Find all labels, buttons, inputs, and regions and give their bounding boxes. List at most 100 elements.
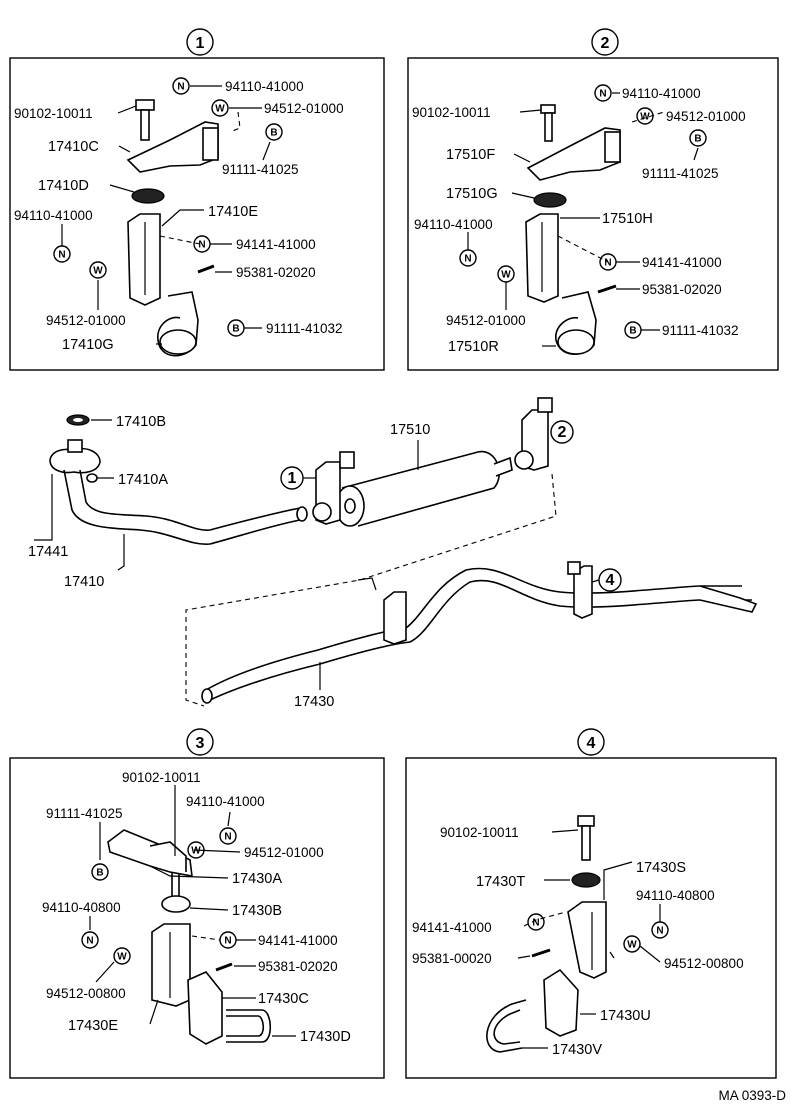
bolt-shank — [544, 112, 553, 142]
bracket-17430s — [567, 901, 607, 979]
muffler-17510 — [341, 450, 500, 527]
label-17510h: 17510H — [602, 211, 653, 227]
svg-text:1: 1 — [288, 470, 297, 487]
label-94512-00800: 94512-00800 — [664, 956, 744, 971]
section-3-frame — [9, 757, 385, 1079]
washer-symbol — [113, 947, 131, 965]
section-1-symbols: N W B N N W B — [53, 77, 283, 337]
svg-text:W: W — [117, 952, 127, 963]
hanger-3 — [383, 591, 407, 645]
nut-symbol — [172, 77, 190, 95]
label-17430t: 17430T — [476, 874, 525, 890]
washer-symbol — [89, 261, 107, 279]
label-17410b: 17410B — [116, 414, 166, 430]
section-1-labels: 94110-41000 94512-01000 90102-10011 9111… — [14, 79, 344, 353]
connection-dash — [185, 473, 557, 707]
label-94110-41000: 94110-41000 — [186, 794, 265, 809]
svg-text:N: N — [604, 258, 611, 269]
diagram-code: MA 0393-D — [718, 1088, 786, 1103]
label-17410g: 17410G — [62, 337, 114, 353]
svg-text:B: B — [270, 128, 277, 139]
svg-text:B: B — [232, 324, 239, 335]
label-94512-01000: 94512-01000 — [666, 109, 746, 124]
label-91111-41032: 91111-41032 — [266, 321, 343, 336]
bracket-17410e — [127, 213, 161, 306]
main-assembly: 17410B 17410A 17441 17410 17510 1 — [28, 397, 758, 710]
ubolt-17430v — [486, 999, 527, 1053]
svg-text:4: 4 — [606, 572, 615, 589]
label-17430v: 17430V — [552, 1042, 602, 1058]
label-94512-00800: 94512-00800 — [46, 986, 126, 1001]
svg-text:N: N — [224, 832, 231, 843]
section-2-leaders — [467, 92, 699, 347]
nut-symbol — [219, 931, 237, 949]
nut-symbol — [594, 84, 612, 102]
label-94110-40800: 94110-40800 — [636, 888, 715, 903]
nut-17410a — [86, 473, 98, 483]
bracket-17510f-flange — [604, 131, 621, 163]
bolt-head — [135, 99, 155, 111]
section-1-parts — [126, 99, 219, 357]
label-95381-02020: 95381-02020 — [642, 282, 722, 297]
section-1-frame — [9, 57, 385, 371]
label-17410e: 17410E — [208, 204, 258, 220]
section-4-number-circle — [577, 728, 605, 756]
label-94141-41000: 94141-41000 — [258, 933, 338, 948]
label-94512-01000: 94512-01000 — [244, 845, 324, 860]
section-4: 4 N N — [405, 728, 777, 1079]
svg-text:N: N — [464, 254, 471, 265]
cushion-17430t — [571, 872, 601, 888]
washer-symbol — [636, 107, 654, 125]
label-17430: 17430 — [294, 694, 334, 710]
section-3-labels: 90102-10011 94110-41000 91111-41025 9451… — [42, 770, 351, 1045]
svg-text:W: W — [640, 112, 650, 123]
bolt-symbol — [689, 129, 707, 147]
svg-text:W: W — [93, 266, 103, 277]
bolt-symbol — [624, 321, 642, 339]
section-3-number-circle — [186, 728, 214, 756]
pin — [197, 264, 215, 274]
bracket-17430a — [107, 829, 193, 877]
label-95381-02020: 95381-02020 — [236, 265, 316, 280]
section-2-parts — [525, 104, 621, 355]
bolt-shank — [140, 109, 150, 141]
svg-text:B: B — [96, 868, 103, 879]
cushion-17410d — [131, 188, 165, 204]
pin — [597, 284, 617, 294]
svg-text:B: B — [629, 326, 636, 337]
section-2-frame — [407, 57, 779, 371]
label-90102-10011: 90102-10011 — [412, 105, 491, 120]
section-1-leaders — [61, 85, 271, 345]
label-94110-41000: 94110-41000 — [225, 79, 304, 94]
label-17510: 17510 — [390, 422, 430, 438]
label-17410a: 17410A — [118, 472, 168, 488]
pin — [531, 948, 551, 958]
nut-symbol — [459, 249, 477, 267]
label-94110-41000-left: 94110-41000 — [414, 217, 493, 232]
svg-text:W: W — [501, 270, 511, 281]
label-94110-41000: 94110-41000 — [622, 86, 701, 101]
label-90102-10011: 90102-10011 — [122, 770, 201, 785]
label-17430c: 17430C — [258, 991, 309, 1007]
bracket-17430e — [151, 923, 191, 1007]
nut-symbol — [651, 921, 669, 939]
svg-text:W: W — [191, 846, 201, 857]
bolt-symbol — [265, 123, 283, 141]
label-90102-10011: 90102-10011 — [14, 106, 93, 121]
bolt-head — [540, 104, 556, 114]
svg-text:N: N — [198, 240, 205, 251]
svg-text:B: B — [694, 134, 701, 145]
label-17510f: 17510F — [446, 147, 495, 163]
hanger-4 — [573, 565, 593, 619]
cushion-17430b — [161, 895, 191, 913]
label-91111-41032: 91111-41032 — [662, 323, 739, 338]
callout-2 — [550, 420, 574, 444]
section-2: 2 — [407, 28, 779, 371]
nut-symbol — [527, 913, 545, 931]
svg-text:2: 2 — [558, 424, 567, 441]
section-2-number-circle — [591, 28, 619, 56]
cushion-17510g — [533, 192, 567, 208]
label-91111-41025: 91111-41025 — [222, 162, 299, 177]
